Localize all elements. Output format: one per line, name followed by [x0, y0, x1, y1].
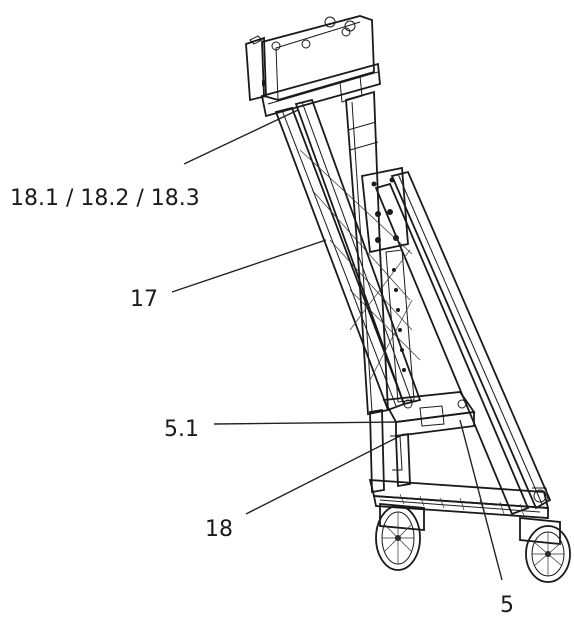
leader-17: [171, 239, 327, 293]
leader-18: [245, 433, 405, 515]
inclined-legs: [274, 98, 552, 516]
label-18: 18: [205, 517, 233, 542]
leader-lines: [171, 109, 503, 581]
top-head-block: [245, 15, 381, 118]
label-18-group: 18.1 / 18.2 / 18.3: [10, 186, 200, 211]
label-17: 17: [130, 287, 158, 312]
leader-5-1: [213, 421, 397, 425]
leader-18-group: [183, 109, 299, 165]
leader-5: [459, 419, 503, 581]
caster-wheel-left: [375, 505, 421, 571]
caster-wheel-right: [525, 525, 571, 583]
label-5: 5: [500, 593, 514, 618]
label-5-1: 5.1: [164, 417, 199, 442]
reference-labels: 18.1 / 18.2 / 18.3 17 5.1 18 5: [10, 186, 514, 618]
